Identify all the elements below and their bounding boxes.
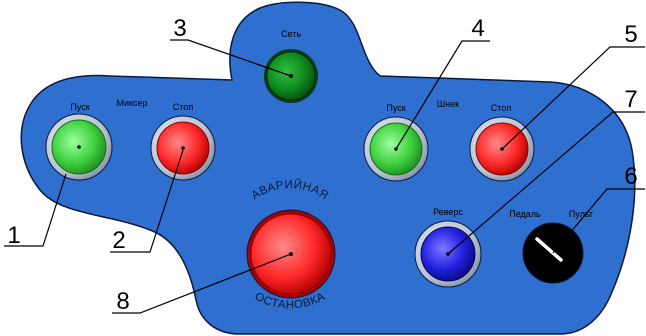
callout-8: 8: [116, 288, 129, 315]
label-mixer-group: Миксер: [116, 98, 147, 108]
label-mixer-stop: Стоп: [173, 102, 194, 112]
callout-4: 4: [471, 15, 484, 42]
label-auger-stop: Стоп: [491, 103, 512, 113]
label-console: Пульт: [569, 209, 593, 219]
callout-2: 2: [112, 227, 125, 254]
callout-lines: [4, 39, 645, 314]
label-set: Сеть: [281, 29, 301, 39]
callout-1: 1: [7, 222, 20, 249]
callout-3: 3: [173, 15, 186, 42]
label-reverse: Реверс: [433, 207, 463, 217]
label-pedal: Педаль: [509, 209, 541, 219]
mixer-stop-button[interactable]: [150, 115, 216, 181]
label-mixer-start: Пуск: [70, 102, 89, 112]
panel-body: [20, 1, 636, 335]
label-auger-start: Пуск: [386, 103, 405, 113]
callout-6: 6: [624, 163, 637, 190]
callout-7: 7: [624, 86, 637, 113]
label-auger-group: Шнек: [437, 99, 459, 109]
mixer-start-button[interactable]: [45, 113, 113, 181]
callout-5: 5: [624, 21, 637, 48]
